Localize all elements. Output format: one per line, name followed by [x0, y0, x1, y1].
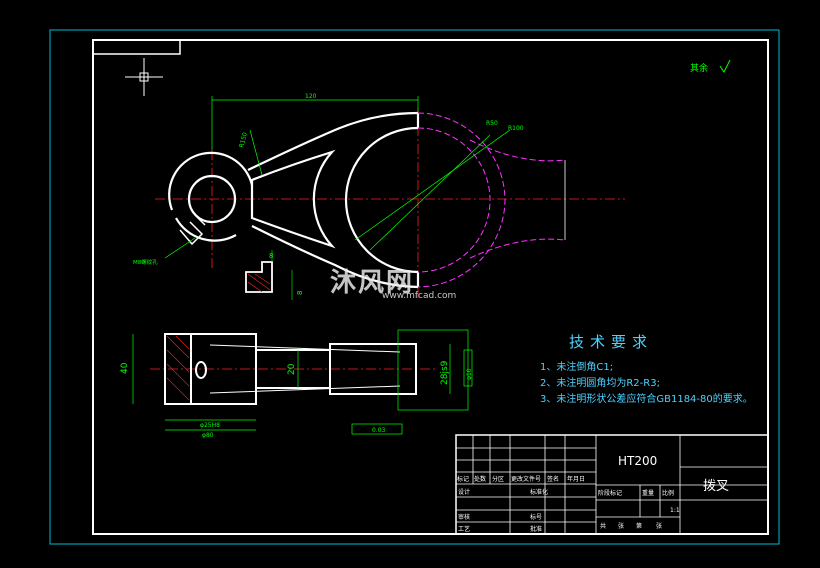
roughness-icon [719, 59, 731, 73]
front-view-body [164, 333, 417, 405]
tb-weight: 重量 [642, 490, 655, 497]
phantom-part [417, 112, 566, 288]
fork-hub [168, 151, 254, 242]
dim-40: 40 [120, 362, 130, 374]
outer-frame [49, 29, 780, 545]
tb-date: 年月日 [567, 476, 586, 483]
dim-28js9: 28js9 [440, 360, 450, 385]
dim-r100: R100 [508, 125, 524, 132]
dims-top [164, 96, 511, 259]
dim-phi10: φ10 [466, 368, 473, 380]
dim-r50: R50 [486, 120, 498, 127]
scale-value: 1:1 [670, 507, 680, 514]
tb-total: 共 [600, 523, 607, 530]
tb-zone: 分区 [492, 476, 505, 483]
dim-120: 120 [305, 93, 317, 100]
tb-number: 标号 [530, 514, 543, 521]
hole-note: M8螺纹孔 [133, 258, 158, 266]
tb-stage: 阶段标记 [598, 490, 623, 497]
code-box [92, 39, 181, 55]
tb-process: 工艺 [458, 526, 471, 533]
part-name: 拨叉 [703, 479, 729, 494]
dim-r150: R150 [238, 131, 249, 148]
crosshair-icon [125, 58, 163, 96]
tb-sheet-a: 张 [618, 523, 625, 530]
hub-slot [179, 214, 206, 246]
inner-border [92, 39, 769, 535]
tech-req-item-2: 2、未注明圆角均为R2-R3; [540, 378, 660, 389]
section-detail [245, 250, 293, 300]
tb-design: 设计 [458, 489, 471, 496]
tech-req-title: 技术要求 [569, 333, 654, 351]
tb-nth: 第 [636, 523, 643, 530]
watermark-url: www.mfcad.com [382, 291, 457, 301]
tb-change-doc: 更改文件号 [511, 476, 542, 483]
dim-20: 20 [287, 363, 297, 375]
tb-count: 处数 [474, 476, 487, 483]
tb-mark: 标记 [457, 476, 470, 483]
title-block-grid [455, 434, 769, 535]
dim-phi25: φ25H8 [200, 422, 220, 429]
fork-arm [247, 111, 420, 289]
dims-front [132, 329, 473, 435]
dim-phi80: φ80 [202, 432, 214, 439]
tech-req-item-3: 3、未注明形状公差应符合GB1184-80的要求。 [540, 394, 753, 405]
gdt-value: 0.03 [372, 427, 386, 434]
tb-approve: 批准 [530, 526, 543, 533]
material-label: HT200 [618, 454, 657, 468]
watermark-logo: 沐风网 [330, 268, 415, 298]
hatch-front [166, 335, 190, 401]
tb-review: 审核 [458, 514, 471, 521]
surface-finish-note: 其余 [690, 62, 708, 74]
tb-ratio: 比例 [662, 490, 675, 497]
tb-sheet-b: 张 [656, 523, 663, 530]
tech-req-item-1: 1、未注倒角C1; [540, 362, 614, 373]
tb-standardize: 标准化 [530, 489, 549, 496]
dim-8a: 8 [269, 252, 273, 260]
dim-8b: 8 [296, 291, 304, 295]
tb-sign: 签名 [547, 476, 560, 483]
